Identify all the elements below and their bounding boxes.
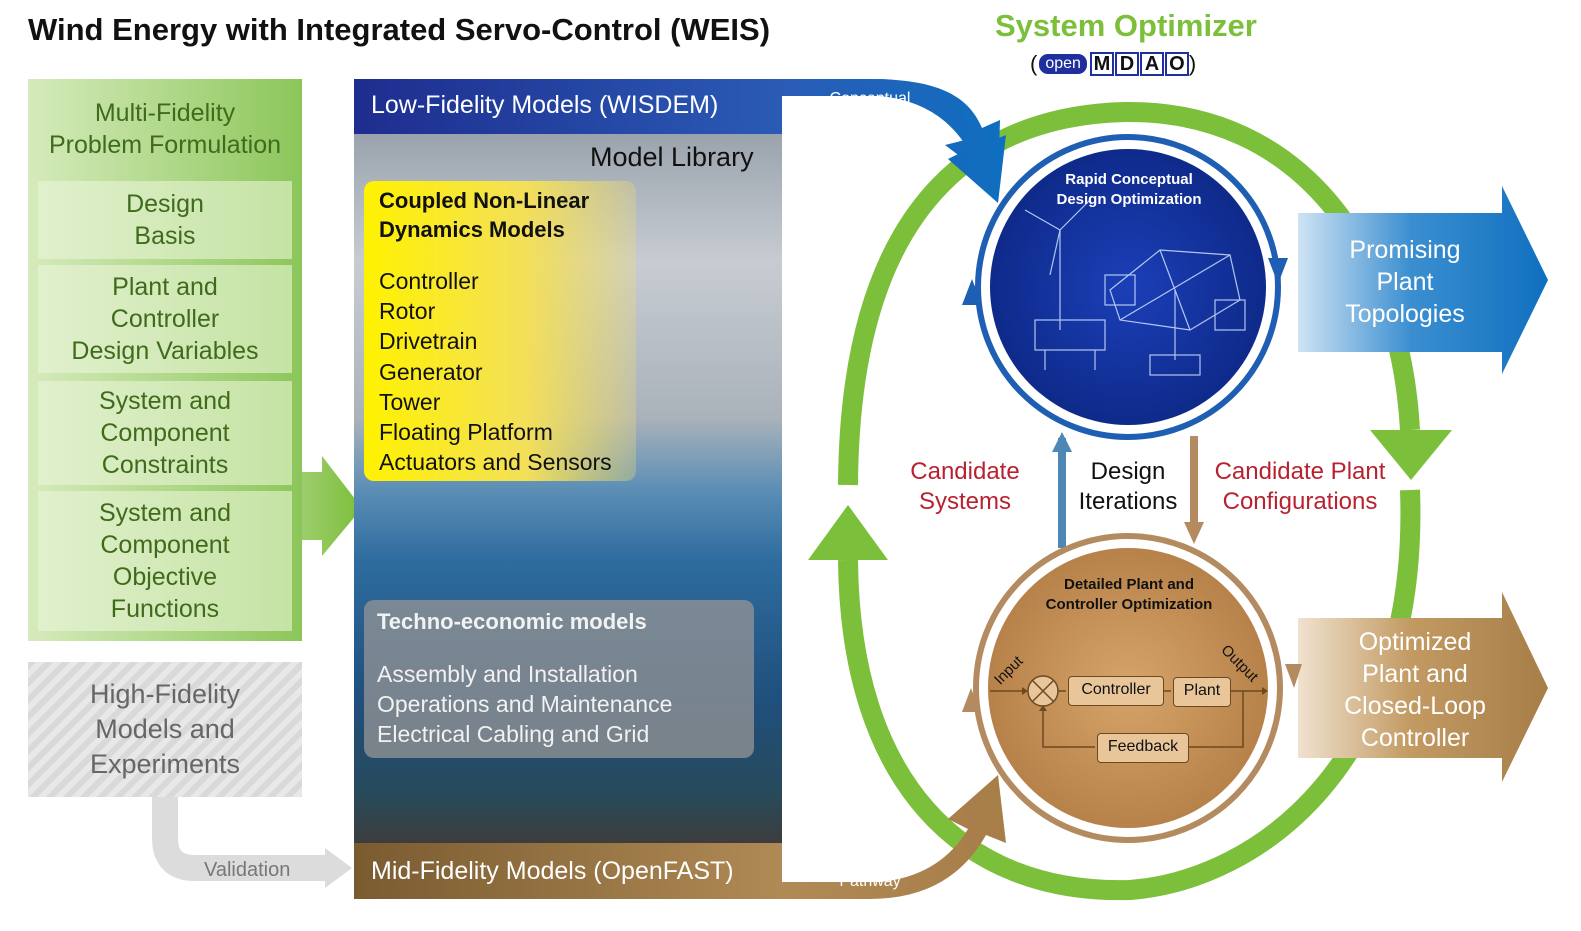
green-arrowhead-right	[1370, 430, 1452, 480]
green-arrowhead-left	[808, 505, 888, 560]
label-line: Controller	[1360, 724, 1470, 752]
promising-topologies-label: Promising Plant Topologies	[1325, 234, 1485, 330]
feedback-block: Feedback	[1097, 733, 1189, 763]
low-fidelity-label: Low-Fidelity Models (WISDEM)	[371, 91, 719, 119]
box-line: Controller	[110, 305, 220, 333]
logo-letter-d: D	[1114, 52, 1139, 76]
box-line: Component	[100, 419, 230, 447]
logo-open-paren: (	[1030, 51, 1038, 76]
green-arrow-right	[302, 456, 362, 556]
logo-close-paren: )	[1188, 51, 1197, 76]
label-line: Promising	[1349, 236, 1461, 264]
title-line: Coupled Non-Linear	[379, 188, 590, 213]
box-line: Objective	[112, 563, 218, 591]
label-line: Optimized	[1358, 628, 1472, 656]
candidate-plant-label: Candidate Plant Configurations	[1205, 457, 1395, 517]
objective-functions-box: System and Component Objective Functions	[38, 491, 292, 631]
model-library-title: Model Library	[590, 142, 754, 172]
label-line: Design Pathway	[812, 111, 928, 128]
rapid-optimization-label: Rapid Conceptual Design Optimization	[1000, 170, 1258, 210]
system-optimizer-title: System Optimizer	[995, 8, 1257, 43]
promising-arrow	[1298, 186, 1548, 374]
list-item: Operations and Maintenance	[377, 691, 673, 717]
list-item: Generator	[379, 358, 483, 385]
list-item: Drivetrain	[379, 328, 478, 355]
label-line: Pathway	[839, 873, 901, 890]
validation-label: Validation	[204, 859, 291, 881]
optimized-arrow	[1298, 592, 1548, 782]
label-line: Plant	[1376, 268, 1434, 296]
validation-arrowhead	[325, 848, 352, 888]
label-line: Conceptual	[829, 90, 911, 107]
box-line: Functions	[110, 595, 220, 623]
box-line: Constraints	[101, 451, 229, 479]
label-line: Iterations	[1078, 488, 1178, 515]
coupled-dynamics-list: Controller Rotor Drivetrain Generator To…	[379, 266, 612, 477]
label-line: Closed-Loop	[1344, 692, 1486, 720]
label-line: Controller Optimization	[1045, 596, 1213, 613]
box-line: System and	[98, 499, 231, 527]
title-line: Dynamics Models	[379, 217, 565, 242]
design-variables-box: Plant and Controller Design Variables	[38, 265, 292, 373]
rapid-optimization-circle	[990, 149, 1266, 425]
label-line: Topologies	[1345, 300, 1465, 328]
box-line: System and	[98, 387, 231, 415]
label-line: Candidate Plant	[1214, 458, 1386, 485]
high-fidelity-box: High-Fidelity Models and Experiments	[28, 662, 302, 797]
label-line: Rapid Conceptual	[1065, 171, 1193, 188]
label-line: Design Optimization	[1056, 191, 1202, 208]
logo-letter-a: A	[1139, 52, 1164, 76]
mid-fidelity-bar: Mid-Fidelity Models (OpenFAST)	[354, 843, 782, 899]
optimized-controller-label: Optimized Plant and Closed-Loop Controll…	[1325, 626, 1505, 754]
techno-economic-box	[364, 600, 754, 758]
low-fidelity-bar: Low-Fidelity Models (WISDEM)	[354, 79, 782, 134]
box-line: Basis	[134, 222, 196, 250]
label-line: Detailed Plant and	[1063, 576, 1195, 593]
controller-block: Controller	[1068, 676, 1164, 706]
design-iterations-label: Design Iterations	[1068, 457, 1188, 517]
list-item: Tower	[379, 388, 441, 415]
label-line: Design	[1090, 458, 1166, 485]
openmdao-logo: ( open M D A O )	[1030, 51, 1197, 76]
plant-block: Plant	[1173, 677, 1231, 707]
header-line: Problem Formulation	[48, 131, 282, 159]
coupled-dynamics-title: Coupled Non-Linear Dynamics Models	[379, 186, 589, 244]
detailed-pathway-label: Detailed Design Pathway	[792, 850, 948, 892]
box-line: Design Variables	[71, 337, 259, 365]
conceptual-pathway-label: Conceptual Design Pathway	[792, 88, 948, 130]
design-basis-box: Design Basis	[38, 181, 292, 259]
logo-open: open	[1039, 54, 1087, 74]
header-line: Multi-Fidelity	[94, 99, 236, 127]
problem-formulation-panel: Multi-Fidelity Problem Formulation Desig…	[28, 79, 302, 641]
label-line: Systems	[918, 488, 1011, 515]
label-line: Configurations	[1222, 488, 1378, 515]
techno-economic-title: Techno-economic models	[377, 609, 647, 634]
list-item: Rotor	[379, 298, 436, 325]
box-line: Plant and	[112, 273, 218, 301]
logo-letter-m: M	[1089, 52, 1114, 76]
techno-economic-list: Assembly and Installation Operations and…	[377, 659, 672, 749]
list-item: Assembly and Installation	[377, 661, 638, 687]
list-item: Electrical Cabling and Grid	[377, 721, 650, 747]
box-line: Component	[100, 531, 230, 559]
constraints-box: System and Component Constraints	[38, 381, 292, 485]
detailed-optimization-label: Detailed Plant and Controller Optimizati…	[1000, 575, 1258, 615]
label-line: Candidate	[910, 458, 1020, 485]
candidate-systems-label: Candidate Systems	[895, 457, 1035, 517]
list-item: Floating Platform	[379, 419, 553, 446]
label-line: Detailed Design	[813, 852, 927, 869]
hf-line: Experiments	[89, 749, 241, 779]
label-line: Plant and	[1362, 660, 1468, 688]
mid-fidelity-label: Mid-Fidelity Models (OpenFAST)	[371, 857, 734, 885]
coupled-dynamics-box	[364, 181, 636, 481]
hf-line: Models and	[95, 714, 235, 744]
box-line: Design	[126, 190, 204, 218]
list-item: Controller	[379, 268, 479, 294]
problem-formulation-header: Multi-Fidelity Problem Formulation	[28, 97, 302, 161]
hf-line: High-Fidelity	[89, 679, 241, 709]
page-title: Wind Energy with Integrated Servo-Contro…	[28, 12, 771, 47]
logo-letter-o: O	[1164, 52, 1189, 76]
list-item: Actuators and Sensors	[379, 449, 612, 476]
